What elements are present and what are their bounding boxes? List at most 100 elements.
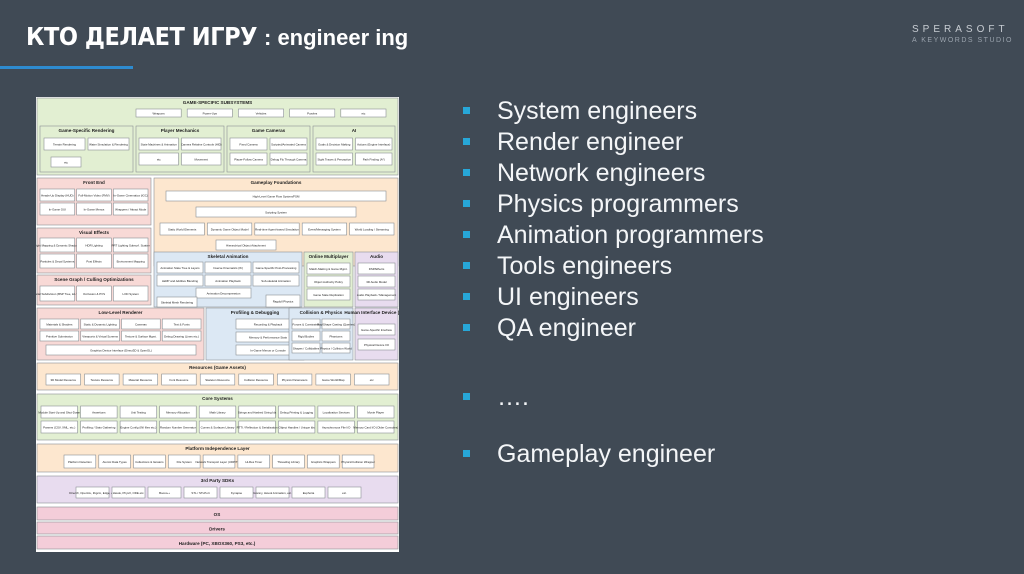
diagram-item (76, 188, 112, 202)
list-item: Gameplay engineer (463, 439, 764, 470)
diagram-item (147, 486, 182, 499)
diagram-item (219, 486, 254, 499)
diagram-item (255, 486, 290, 499)
diagram-item-label: Fixed Camera (239, 142, 258, 146)
diagram-item (238, 420, 276, 434)
diagram-item-label: Dynamic Game Object Model (211, 227, 249, 231)
diagram-item (229, 152, 268, 166)
diagram-item (204, 261, 252, 274)
bullet-marker-icon (463, 324, 470, 331)
diagram-item-label: Graphics Device Interface (Direct3D & Op… (90, 348, 152, 352)
diagram-item-label: Heads-Up Display (HUD) (41, 193, 73, 197)
diagram-item (133, 454, 166, 469)
diagram-item (238, 405, 276, 419)
diagram-item (301, 222, 347, 236)
title-accent-line (0, 66, 133, 69)
diagram-item (39, 285, 75, 302)
diagram-item-label: Parsers (CSV, XML, etc.) (43, 425, 75, 429)
diagram-item (357, 420, 395, 434)
diagram-item (291, 330, 321, 342)
diagram-item-label: etc (370, 378, 374, 382)
list-item: System engineers (463, 96, 764, 127)
diagram-item-label: Sight Traces & Perception (318, 157, 352, 161)
diagram-item-label: In-Game Menus (84, 207, 105, 211)
engineer-roles-list: System engineers Render engineer Network… (463, 96, 764, 470)
diagram-item-label: Debug Printing & Logging (280, 410, 313, 414)
diagram-item-label: Text & Fonts (174, 322, 191, 326)
diagram-item-label: Havok, PhysX, ODE etc. (113, 491, 145, 495)
diagram-item (315, 152, 353, 166)
diagram-item (159, 405, 197, 419)
diagram-item-label: Physics / Collision World (320, 346, 352, 350)
diagram-item-label: Skeletal Mesh Rendering (161, 300, 194, 304)
diagram-item (321, 330, 351, 342)
diagram-item-label: Vehicles (256, 111, 267, 115)
diagram-item-label: Scripting System (265, 210, 287, 214)
slide-title: КТО ДЕЛАЕТ ИГРУ : engineer ing (26, 22, 408, 51)
diagram-item-label: 3D Audio Model (366, 280, 387, 284)
diagram-item-label: Camera Relative Controls (HID) (181, 142, 222, 146)
diagram-item-label: Physical Device I/O (364, 343, 390, 347)
bullet-marker-icon (463, 138, 470, 145)
slide-title-main: КТО ДЕЛАЕТ ИГРУ (26, 22, 258, 51)
diagram-item-label: Scripted/Animated Camera (271, 142, 306, 146)
diagram-item-label: Ray/Shape Casting (Queries) (317, 322, 355, 326)
diagram-item-label: etc (361, 111, 365, 115)
diagram-item-label: In-Game Menus or Console (250, 348, 286, 352)
diagram-item-label: DSP/Effects (369, 267, 385, 271)
diagram-item (341, 454, 375, 469)
diagram-item (186, 108, 233, 118)
diagram-item (156, 261, 204, 274)
list-item: Physics programmers (463, 189, 764, 220)
diagram-item (277, 373, 313, 386)
diagram-item (50, 156, 82, 168)
hid-title: Human Interface Device (HID) (344, 310, 399, 315)
diagram-item-label: Materials & Shaders (46, 322, 73, 326)
diagram-item (122, 373, 158, 386)
bullet-marker-icon (463, 107, 470, 114)
diagram-item (84, 373, 120, 386)
diagram-item-label: Event/Messaging System (308, 227, 341, 231)
bullet-marker-icon (463, 293, 470, 300)
diagram-item-label: Phantoms (329, 334, 343, 338)
diagram-item (204, 274, 252, 287)
diagram-item-label: Light Mapping & Dynamic Shadows (36, 243, 81, 247)
game-specific-rendering-title: Game-Specific Rendering (59, 128, 115, 133)
diagram-item-label: Sub-skeletal Animation (261, 279, 291, 283)
diagram-item-label: Static World Elements (168, 227, 197, 231)
diagram-item (357, 405, 395, 419)
diagram-item (252, 261, 300, 274)
diagram-item-label: Debug Drawing (Lines etc.) (164, 334, 199, 338)
diagram-item (321, 318, 351, 330)
bullet-marker-icon (463, 169, 470, 176)
core-systems-title: Core Systems (202, 396, 233, 401)
diagram-item-label: etc (64, 160, 68, 164)
diagram-item-label: Movement (195, 157, 209, 161)
diagram-item (181, 137, 222, 151)
diagram-item-label: Power-Ups (203, 111, 218, 115)
diagram-item (291, 486, 326, 499)
diagram-item (161, 330, 202, 342)
diagram-item-label: World Loading / Streaming (355, 227, 390, 231)
diagram-item-label: Texture & Surface Mgmt. (125, 334, 157, 338)
os-layer (36, 506, 399, 521)
diagram-item-label: Math Library (209, 410, 226, 414)
os-label: OS (214, 512, 221, 517)
diagram-item (215, 239, 277, 251)
diagram-item (39, 330, 80, 342)
diagram-item (121, 318, 161, 330)
audio-title: Audio (370, 254, 383, 259)
diagram-item (111, 486, 146, 499)
front-end-title: Front End (83, 180, 105, 185)
diagram-item-label: Game State Replication (313, 293, 344, 297)
diagram-item-label: PRT Lighting Subsurf. Scatter (112, 243, 150, 247)
diagram-item-label: Atomic Data Types (103, 460, 128, 464)
resources-title: Resources (Game Assets) (189, 365, 246, 370)
diagram-item (254, 222, 300, 236)
diagram-item (39, 188, 75, 202)
logo-tagline: A KEYWORDS STUDIO (912, 37, 1013, 44)
diagram-item-label: Platform Detection (68, 460, 92, 464)
diagram-item (40, 405, 78, 419)
game-specific-subsystems-title: GAME-SPECIFIC SUBSYSTEMS (183, 100, 252, 105)
diagram-item (198, 405, 237, 419)
